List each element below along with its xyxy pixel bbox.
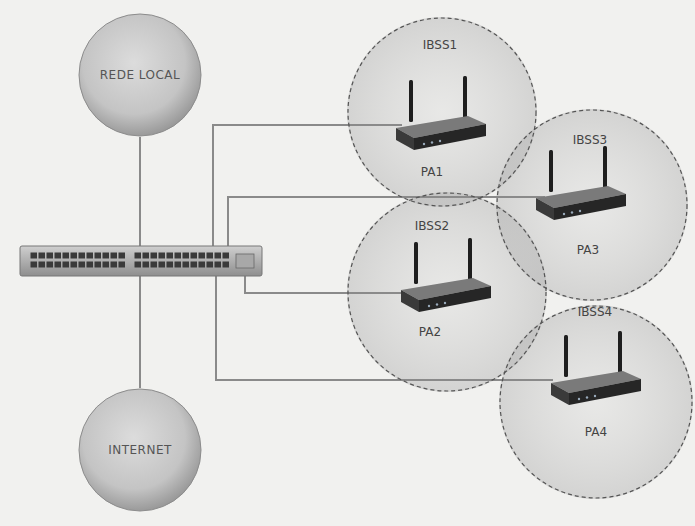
coverage-cell: IBSS1PA1 <box>347 17 537 207</box>
circle-shape <box>500 306 692 498</box>
network-wire <box>213 125 553 380</box>
network-label: INTERNET <box>108 443 172 457</box>
network-cloud: INTERNET <box>78 388 202 512</box>
network-cloud: REDE LOCAL <box>78 13 202 137</box>
circle-shape <box>79 14 201 136</box>
circle-shape <box>348 193 546 391</box>
cell-label: IBSS4 <box>578 305 612 319</box>
access-point-label: PA3 <box>577 243 599 257</box>
coverage-cell: IBSS4PA4 <box>499 305 693 499</box>
cell-label: IBSS1 <box>423 38 457 52</box>
network-switch <box>20 246 262 276</box>
cell-label: IBSS3 <box>573 133 607 147</box>
circle-shape <box>79 389 201 511</box>
access-point-label: PA4 <box>585 425 607 439</box>
cell-label: IBSS2 <box>415 219 449 233</box>
cell-fill <box>347 17 693 499</box>
coverage-cell: IBSS2PA2 <box>347 192 547 392</box>
circle-shape <box>348 18 536 206</box>
circle-shape <box>497 110 687 300</box>
access-point-label: PA1 <box>421 165 443 179</box>
network-label: REDE LOCAL <box>100 68 181 82</box>
coverage-cell: IBSS3PA3 <box>496 109 688 301</box>
access-point-label: PA2 <box>419 325 441 339</box>
coverage-outline <box>499 305 693 499</box>
access-point-icon <box>396 76 641 405</box>
